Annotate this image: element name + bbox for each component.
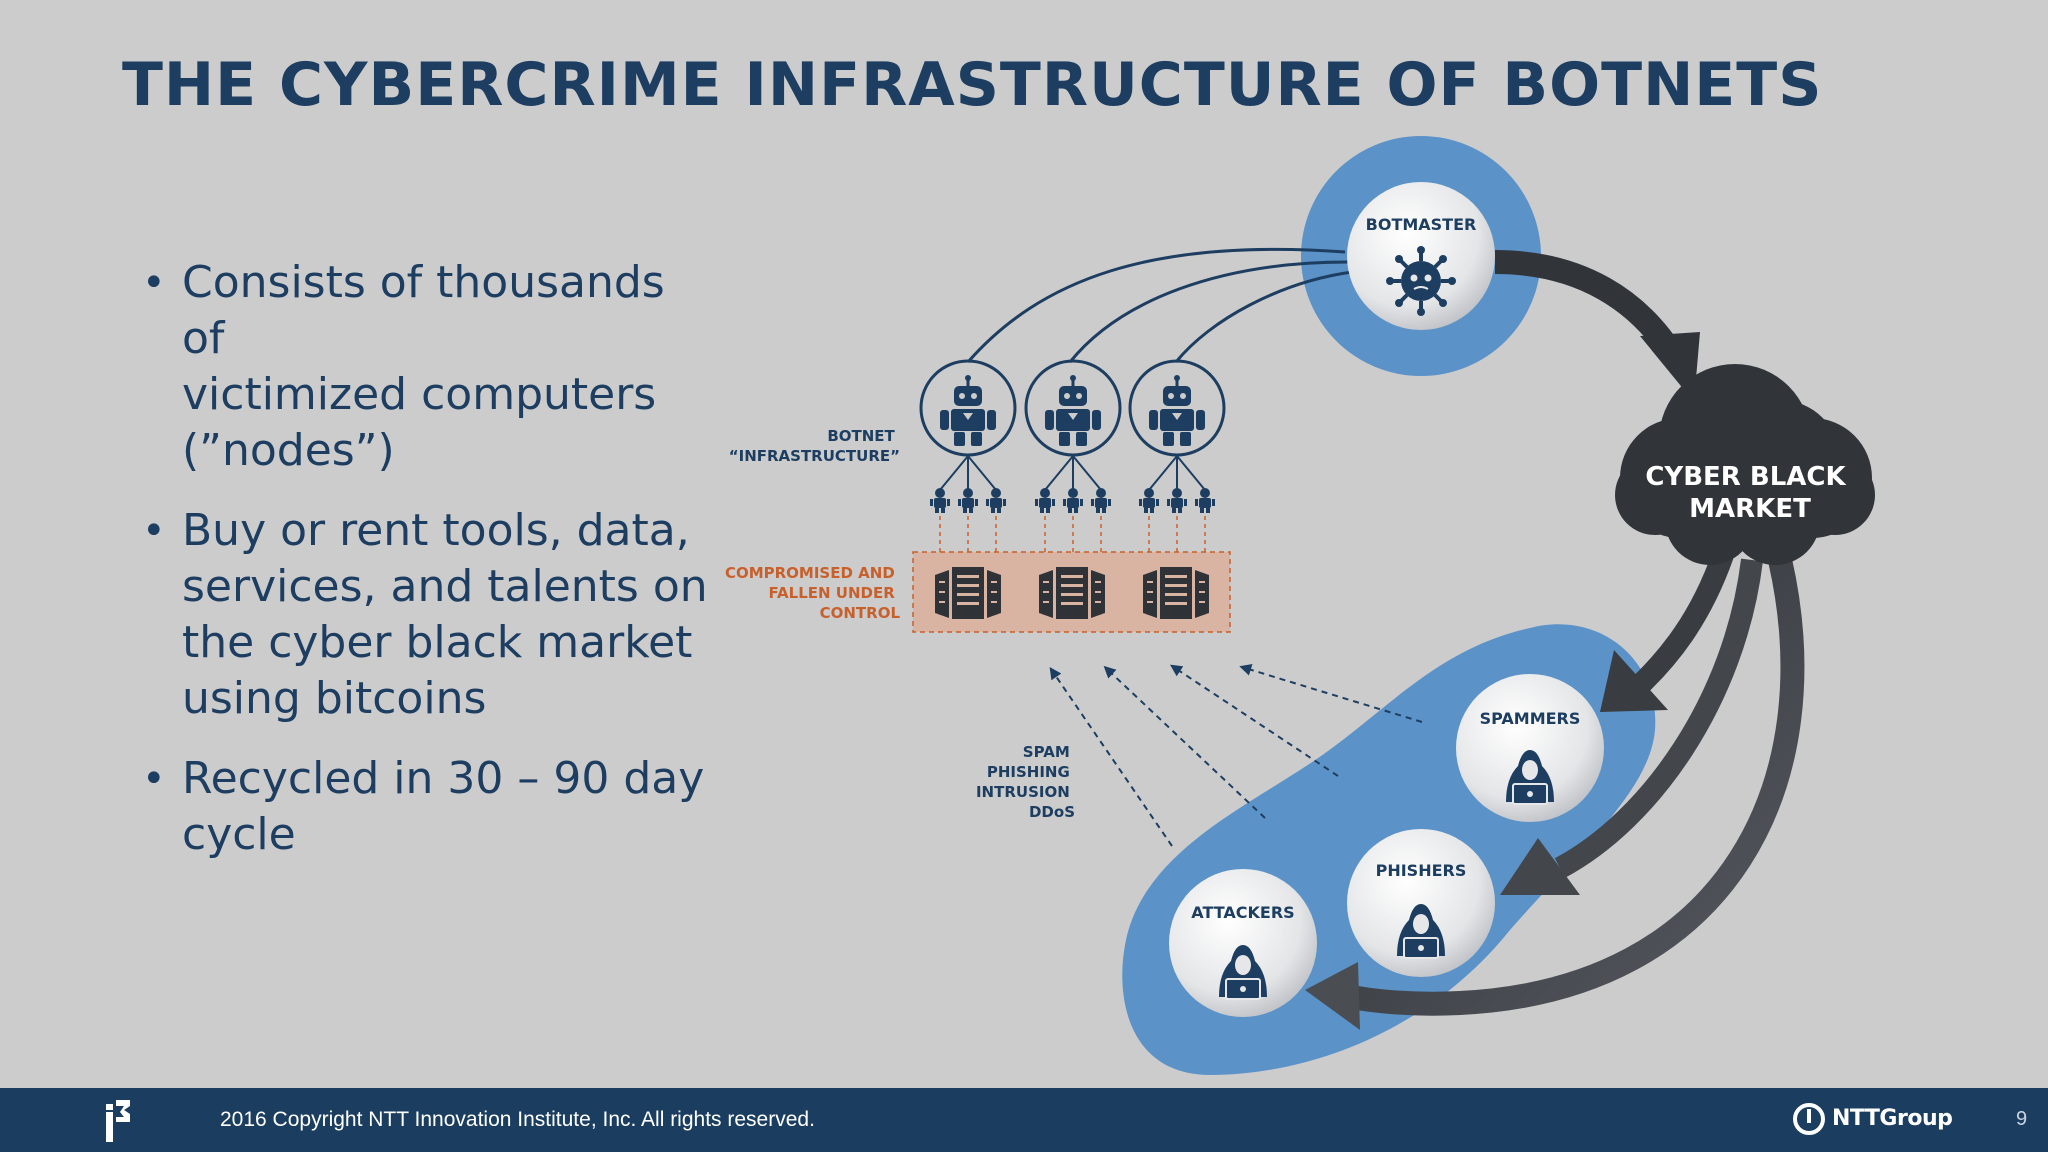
bullet-dot: • — [142, 756, 166, 802]
botnet-robots — [919, 359, 1226, 457]
bullet-dot: • — [142, 508, 166, 554]
copyright-text: 2016 Copyright NTT Innovation Institute,… — [220, 1108, 815, 1131]
spammers-node: SPAMMERS — [1456, 674, 1604, 822]
attackers-label: ATTACKERS — [1191, 903, 1294, 922]
compromised-label: COMPROMISED AND FALLEN UNDER CONTROL — [725, 564, 901, 622]
black-market-arrows — [1305, 250, 1805, 1030]
robot-node — [1128, 359, 1226, 457]
bullet-line: using bitcoins — [182, 673, 487, 724]
mini-robots — [930, 488, 1215, 513]
ntt-i3-logo-icon — [106, 1100, 130, 1142]
bullet-line: Buy or rent tools, data, — [182, 505, 690, 556]
bullet-line: Recycled in 30 – 90 day — [182, 753, 705, 804]
bullet-item: • Buy or rent tools, data, services, and… — [138, 503, 718, 727]
bullet-line: victimized computers — [182, 369, 657, 420]
robot-icon — [1149, 375, 1205, 446]
cloud-icon — [1615, 364, 1875, 565]
footer-bar: 2016 Copyright NTT Innovation Institute,… — [0, 1088, 2048, 1152]
slide-title: THE CYBERCRIME INFRASTRUCTURE OF BOTNETS — [122, 50, 1823, 120]
robot-node — [919, 359, 1017, 457]
bullet-line: Consists of thousands of — [182, 257, 665, 364]
robot-icon — [940, 375, 996, 446]
ntt-ring-icon — [1793, 1103, 1825, 1135]
botmaster-label: BOTMASTER — [1366, 215, 1477, 234]
black-market-label: CYBER BLACK MARKET — [1645, 462, 1854, 524]
page-number: 9 — [2016, 1108, 2028, 1130]
server-icon — [1143, 567, 1209, 619]
ntt-group-text: NTTGroup — [1832, 1106, 1953, 1131]
phishers-node: PHISHERS — [1347, 829, 1495, 977]
bullet-list: • Consists of thousands of victimized co… — [138, 255, 718, 887]
bullet-item: • Consists of thousands of victimized co… — [138, 255, 718, 479]
spammers-label: SPAMMERS — [1480, 709, 1581, 728]
bullet-line: cycle — [182, 809, 296, 860]
control-links — [939, 516, 1206, 552]
robot-branches — [939, 455, 1206, 491]
botnet-diagram: BOTMASTER CYBER BLACK MARKET — [725, 136, 1875, 1075]
attack-types-label: SPAM PHISHING INTRUSION DDoS — [976, 743, 1075, 821]
phishers-label: PHISHERS — [1376, 861, 1467, 880]
bullet-line: the cyber black market — [182, 617, 693, 668]
bullet-item: • Recycled in 30 – 90 day cycle — [138, 751, 718, 863]
bullet-line: (”nodes”) — [182, 425, 395, 476]
server-icon — [935, 567, 1001, 619]
virus-icon — [1386, 246, 1456, 316]
robot-icon — [1045, 375, 1101, 446]
botmaster-connectors — [966, 247, 1353, 363]
infrastructure-label: BOTNET “INFRASTRUCTURE” — [729, 427, 900, 465]
server-icon — [1039, 567, 1105, 619]
attack-arrows — [1049, 664, 1423, 847]
bullet-dot: • — [142, 260, 166, 306]
robot-node — [1024, 359, 1122, 457]
bullet-line: services, and talents on — [182, 561, 708, 612]
ntt-group-logo: NTTGroup — [1792, 1102, 1953, 1138]
attackers-node: ATTACKERS — [1169, 869, 1317, 1017]
